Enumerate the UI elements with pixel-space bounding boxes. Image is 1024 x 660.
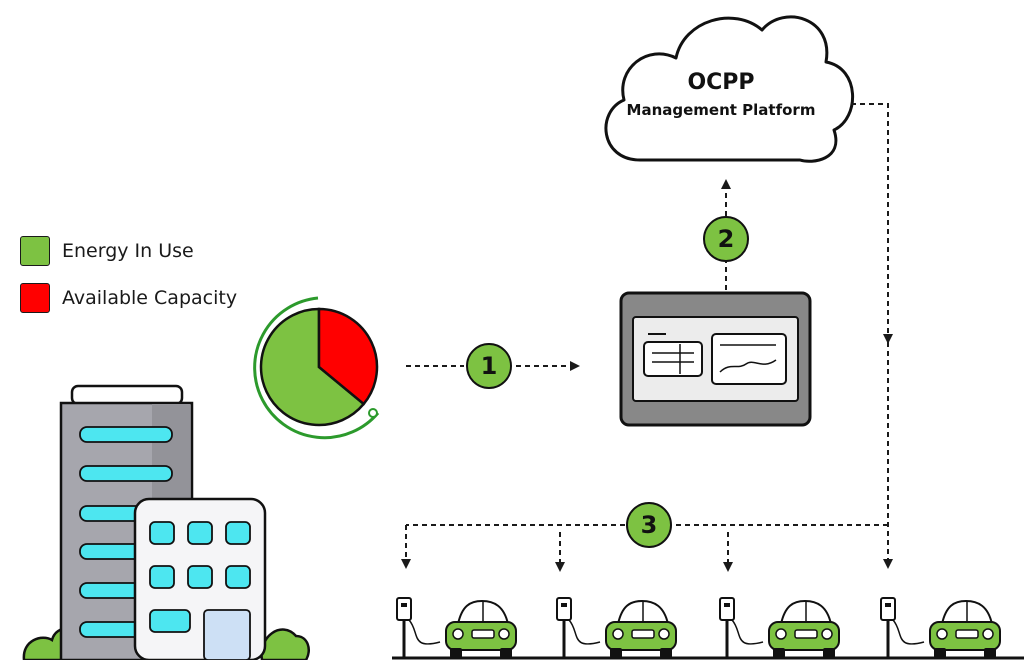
step-badge-3: 3 bbox=[626, 502, 672, 548]
legend-label: Available Capacity bbox=[62, 287, 238, 309]
cloud-icon bbox=[604, 15, 855, 163]
pie-slice-available-capacity bbox=[317, 307, 379, 406]
step-badge-2: 2 bbox=[703, 216, 749, 262]
capacity-pie-chart bbox=[253, 296, 380, 440]
ev-charging-station-4 bbox=[880, 597, 1001, 658]
legend-item-energy-in-use: Energy In Use bbox=[20, 236, 194, 266]
legend-swatch-red bbox=[20, 283, 50, 313]
legend-swatch-green bbox=[20, 236, 50, 266]
controller-device-icon bbox=[619, 291, 812, 427]
legend-label: Energy In Use bbox=[62, 240, 194, 262]
connector-lines bbox=[401, 103, 893, 572]
ev-charging-station-3 bbox=[719, 597, 840, 658]
cloud-subtitle: Management Platform bbox=[626, 101, 816, 119]
buildings-icon bbox=[22, 384, 310, 660]
ev-charging-station-1 bbox=[396, 597, 517, 658]
ev-charging-station-2 bbox=[556, 597, 677, 658]
cloud-title: OCPP bbox=[687, 70, 755, 95]
pie-slice-energy-in-use bbox=[259, 307, 366, 427]
legend-item-available-capacity: Available Capacity bbox=[20, 283, 237, 313]
step-badge-1: 1 bbox=[466, 343, 512, 389]
